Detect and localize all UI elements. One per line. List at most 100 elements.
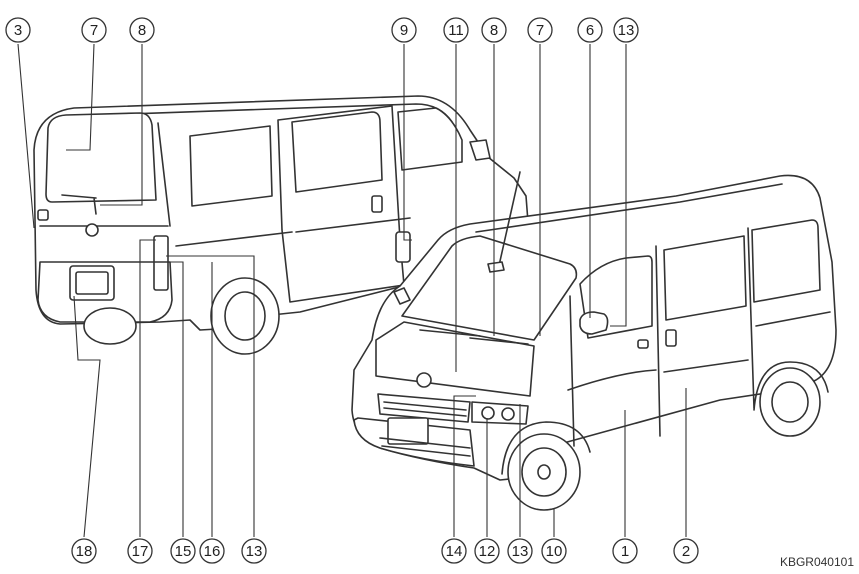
front-van-illustration	[351, 171, 837, 511]
callout-circle	[612, 538, 638, 564]
front-wipers	[419, 329, 529, 345]
sliding-door-seam	[747, 227, 755, 409]
callout-circle	[71, 538, 97, 564]
callout-circle	[170, 538, 196, 564]
callout-13c: 13	[507, 538, 533, 564]
rear-van-side-mirror	[469, 139, 491, 161]
callout-number: 13	[246, 543, 263, 560]
callout-number: 8	[138, 22, 146, 39]
front-license-plate	[387, 417, 429, 445]
callout-8b: 8	[481, 17, 507, 43]
tailgate-seam	[39, 122, 171, 227]
callout-circle	[673, 538, 699, 564]
callout-number: 9	[400, 22, 408, 39]
callout-12: 12	[474, 538, 500, 564]
rear-wiper	[61, 194, 97, 215]
sliding-door-handle	[665, 329, 677, 347]
callout-2: 2	[673, 538, 699, 564]
callout-number: 1	[621, 543, 629, 560]
rear-wheel-rim	[771, 381, 809, 423]
antenna	[497, 171, 521, 271]
leader-line-7a	[66, 43, 95, 151]
lower-intake	[379, 437, 471, 457]
front-door-handle	[637, 339, 649, 349]
callout-10: 10	[541, 538, 567, 564]
leader-line-3	[17, 43, 35, 229]
front-side-mirror	[579, 311, 609, 335]
callout-1: 1	[612, 538, 638, 564]
rear-wheel-arch	[753, 361, 829, 411]
callout-circle	[127, 538, 153, 564]
front-wheel-hub	[537, 464, 551, 480]
leader-line-8a	[100, 44, 143, 206]
callout-14: 14	[441, 538, 467, 564]
grille-slats	[383, 401, 467, 417]
rear-tail-lamp	[153, 235, 169, 291]
callout-circle	[199, 538, 225, 564]
callout-circle	[541, 538, 567, 564]
callout-circle	[613, 17, 639, 43]
leader-lines	[17, 43, 687, 538]
callout-number: 10	[546, 543, 563, 560]
fuel-lid	[395, 231, 411, 263]
front-side-molding	[755, 311, 831, 327]
callout-number: 16	[204, 543, 221, 560]
callout-6: 6	[577, 17, 603, 43]
callout-13a: 13	[613, 17, 639, 43]
callout-number: 14	[446, 543, 463, 560]
front-van-roof-line	[475, 183, 783, 233]
leader-line-9	[403, 44, 412, 241]
callout-number: 11	[448, 22, 464, 39]
rear-right-wheel	[83, 307, 137, 345]
side-window-2	[751, 219, 821, 303]
front-grille	[377, 393, 471, 423]
side-window-1	[663, 235, 747, 321]
side-molding	[175, 217, 411, 247]
callout-number: 6	[586, 22, 594, 39]
headlamp-lens-2	[501, 407, 515, 421]
callout-11: 11	[443, 17, 469, 43]
inside-rear-mirror	[487, 261, 505, 273]
leader-line-13b	[166, 255, 255, 537]
callout-circle	[527, 17, 553, 43]
callout-16: 16	[199, 538, 225, 564]
rear-side-window-1	[189, 125, 273, 207]
callout-15: 15	[170, 538, 196, 564]
callout-number: 7	[536, 22, 544, 39]
callout-7a: 7	[81, 17, 107, 43]
callout-circle	[474, 538, 500, 564]
callout-circle	[391, 17, 417, 43]
front-character-line	[567, 359, 749, 391]
leader-line-15	[162, 261, 184, 537]
front-emblem	[416, 372, 432, 388]
rear-emblem	[85, 223, 99, 237]
callout-number: 18	[76, 543, 93, 560]
rear-window	[45, 112, 157, 203]
callout-number: 8	[490, 22, 498, 39]
headlamp-lens-1	[481, 406, 495, 420]
callout-number: 3	[14, 22, 22, 39]
callout-13b: 13	[241, 538, 267, 564]
callout-17: 17	[127, 538, 153, 564]
callout-circle	[441, 538, 467, 564]
callout-9: 9	[391, 17, 417, 43]
callout-number: 13	[618, 22, 635, 39]
callout-3: 3	[5, 17, 31, 43]
callout-circle	[81, 17, 107, 43]
callout-circle	[507, 538, 533, 564]
callout-circle	[241, 538, 267, 564]
front-door-seam	[569, 245, 661, 447]
leader-line-14	[453, 395, 476, 537]
leader-line-18	[73, 295, 101, 538]
rear-license-plate-inner	[75, 271, 109, 295]
callout-circle	[577, 17, 603, 43]
leader-line-13a	[610, 44, 627, 327]
windshield	[401, 235, 578, 341]
callout-number: 15	[175, 543, 192, 560]
callout-circle	[5, 17, 31, 43]
leader-line-17	[139, 239, 156, 537]
callout-circle	[481, 17, 507, 43]
